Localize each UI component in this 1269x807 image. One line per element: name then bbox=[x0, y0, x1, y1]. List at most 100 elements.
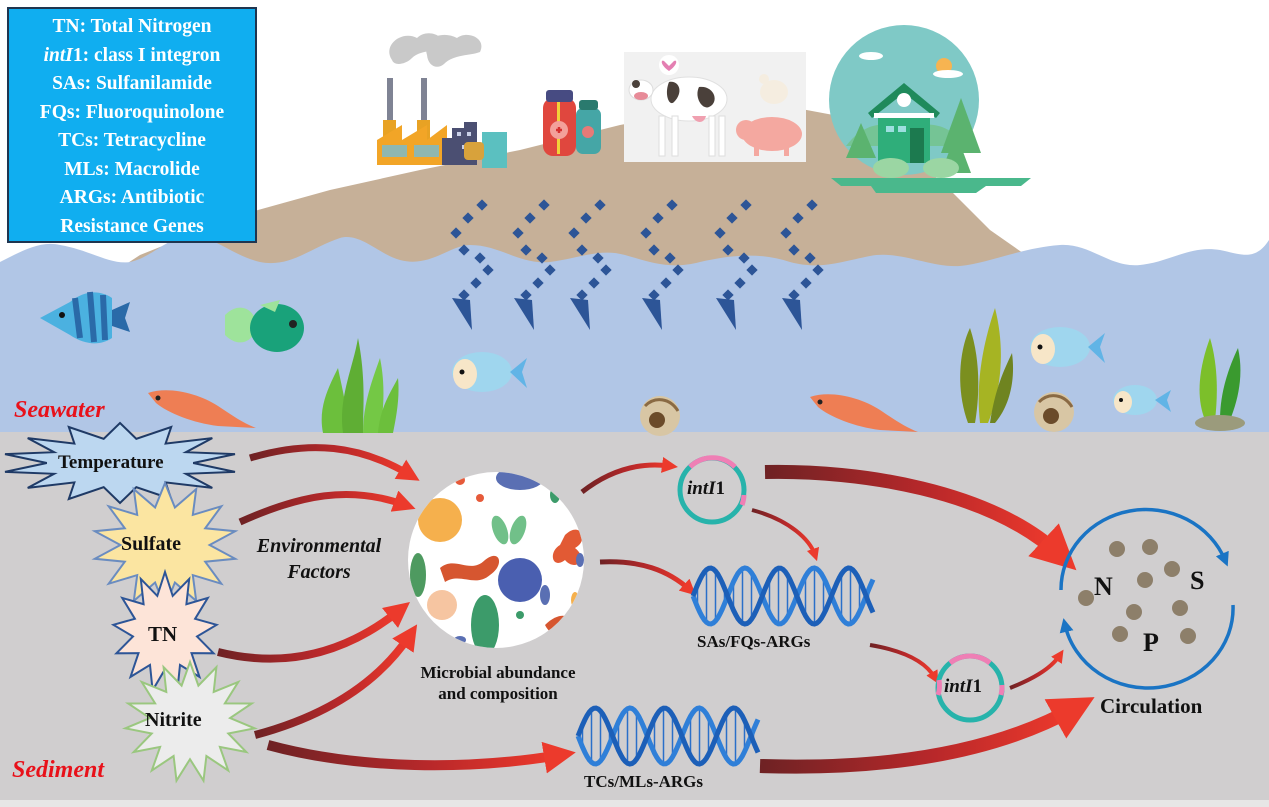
sas-fqs-args-label: SAs/FQs-ARGs bbox=[697, 632, 811, 651]
runoff-dot bbox=[470, 277, 482, 289]
legend-item-sas: SAs: Sulfanilamide bbox=[52, 73, 212, 94]
dna-strand bbox=[690, 565, 876, 627]
legend-item-tcs: TCs: Tetracycline bbox=[58, 130, 206, 151]
nutrient-particle bbox=[1172, 600, 1188, 616]
fish-blue-icon bbox=[1030, 327, 1105, 367]
element-p: P bbox=[1143, 628, 1159, 657]
runoff-dot bbox=[520, 244, 532, 256]
runoff-dot bbox=[788, 244, 800, 256]
runoff-dot bbox=[576, 289, 588, 301]
runoff-arrow bbox=[568, 199, 612, 330]
runoff-dot bbox=[458, 289, 470, 301]
runoff-dot bbox=[740, 199, 752, 211]
element-n: N bbox=[1094, 572, 1113, 601]
runoff-dot bbox=[652, 212, 664, 224]
arrow-tn-to-microbes bbox=[217, 602, 410, 663]
runoff-dot bbox=[600, 264, 612, 276]
seaweed-icon bbox=[321, 338, 399, 433]
runoff-dot bbox=[722, 289, 734, 301]
runoff-dot bbox=[524, 212, 536, 224]
runoff-dot bbox=[588, 277, 600, 289]
runoff-dot bbox=[722, 244, 734, 256]
nutrient-particle bbox=[1078, 590, 1094, 606]
microbial-label-line2: and composition bbox=[438, 684, 558, 703]
runoff-arrow bbox=[780, 199, 824, 330]
intI1-italic: intI bbox=[687, 478, 716, 499]
runoff-arrowhead bbox=[570, 298, 590, 330]
runoff-dot bbox=[568, 227, 580, 239]
nautilus-shell-icon bbox=[1034, 392, 1074, 432]
sediment-label: Sediment bbox=[12, 757, 105, 783]
legend-item-tn: TN: Total Nitrogen bbox=[52, 16, 212, 37]
factor-label-tn: TN bbox=[148, 622, 178, 646]
arrow-temperature-to-microbes bbox=[248, 444, 420, 481]
nutrient-particle bbox=[1126, 604, 1142, 620]
runoff-dot bbox=[482, 264, 494, 276]
water-zone bbox=[0, 235, 1269, 432]
runoff-dot bbox=[532, 277, 544, 289]
nutrient-particle bbox=[1180, 628, 1196, 644]
runoff-dot bbox=[788, 289, 800, 301]
factor-label-nitrite: Nitrite bbox=[145, 709, 202, 731]
runoff-dot bbox=[804, 252, 816, 264]
runoff-dot bbox=[474, 252, 486, 264]
dna-helix-tcs-mls-icon bbox=[575, 705, 761, 767]
arrow-intI1-to-cycle-lower bbox=[1009, 649, 1064, 690]
environmental-factors-title: Environmental Factors bbox=[234, 533, 404, 585]
fish-blue-icon bbox=[1113, 385, 1171, 415]
shrimp-icon bbox=[810, 394, 918, 432]
factory-icon bbox=[377, 33, 507, 168]
intI1-suffix: 1 bbox=[972, 676, 983, 697]
intI1-label-bottom: intI1 bbox=[944, 676, 982, 698]
legend-item-mls: MLs: Macrolide bbox=[64, 158, 200, 180]
nutrient-particle bbox=[1142, 539, 1158, 555]
dna-strand bbox=[575, 705, 761, 767]
cycle-arrow-top bbox=[1059, 507, 1229, 591]
seaweed-icon bbox=[1195, 338, 1245, 431]
runoff-dot bbox=[812, 264, 824, 276]
runoff-arrow bbox=[640, 199, 684, 330]
nutrient-cycle-icon bbox=[1059, 507, 1235, 690]
intI1-suffix: 1 bbox=[715, 478, 726, 499]
dna-strand bbox=[690, 565, 876, 627]
factor-label-sulfate: Sulfate bbox=[121, 533, 181, 555]
runoff-dot bbox=[576, 244, 588, 256]
nautilus-shell-icon bbox=[640, 396, 680, 436]
runoff-dot bbox=[806, 199, 818, 211]
kelp-icon bbox=[960, 308, 1014, 423]
nutrient-particle bbox=[1112, 626, 1128, 642]
runoff-dot bbox=[458, 244, 470, 256]
microbial-label-line1: Microbial abundance bbox=[420, 663, 576, 682]
legend-item-args-cont: Resistance Genes bbox=[60, 215, 204, 237]
influence-arrows bbox=[217, 444, 1095, 774]
microbial-label: Microbial abundance and composition bbox=[398, 662, 598, 704]
runoff-dot bbox=[544, 264, 556, 276]
arrow-nitrite-to-tcs-mls bbox=[266, 740, 576, 774]
runoff-dot bbox=[520, 289, 532, 301]
arrow-tcs-mls-to-cycle bbox=[759, 697, 1095, 774]
runoff-arrow bbox=[512, 199, 556, 330]
nutrient-particle bbox=[1137, 572, 1153, 588]
runoff-dot bbox=[660, 277, 672, 289]
runoff-arrowhead bbox=[716, 298, 736, 330]
dna-helix-sas-fqs-icon bbox=[690, 565, 876, 627]
intI1-label-top: intI1 bbox=[687, 478, 725, 500]
arrow-sas-fqs-to-intI1 bbox=[869, 643, 939, 684]
legend-item-args: ARGs: Antibiotic bbox=[59, 187, 205, 208]
env-title-line2: Factors bbox=[287, 561, 351, 583]
runoff-dot bbox=[738, 252, 750, 264]
circulation-label: Circulation bbox=[1100, 694, 1203, 718]
arrow-intI1-to-cycle bbox=[764, 464, 1077, 571]
legend-item-intI1: intI1: class I integron bbox=[43, 44, 221, 66]
runoff-arrowhead bbox=[782, 298, 802, 330]
cycle-arrow-bottom bbox=[1059, 604, 1235, 690]
arrow-sulfate-to-microbes bbox=[238, 490, 416, 526]
legend-item-fqs: FQs: Fluoroquinolone bbox=[39, 101, 225, 123]
element-s: S bbox=[1190, 566, 1205, 595]
runoff-dot bbox=[672, 264, 684, 276]
runoff-dot bbox=[800, 277, 812, 289]
runoff-dot bbox=[592, 252, 604, 264]
factor-label-temperature: Temperature bbox=[58, 452, 164, 473]
bottom-strip bbox=[0, 800, 1269, 807]
